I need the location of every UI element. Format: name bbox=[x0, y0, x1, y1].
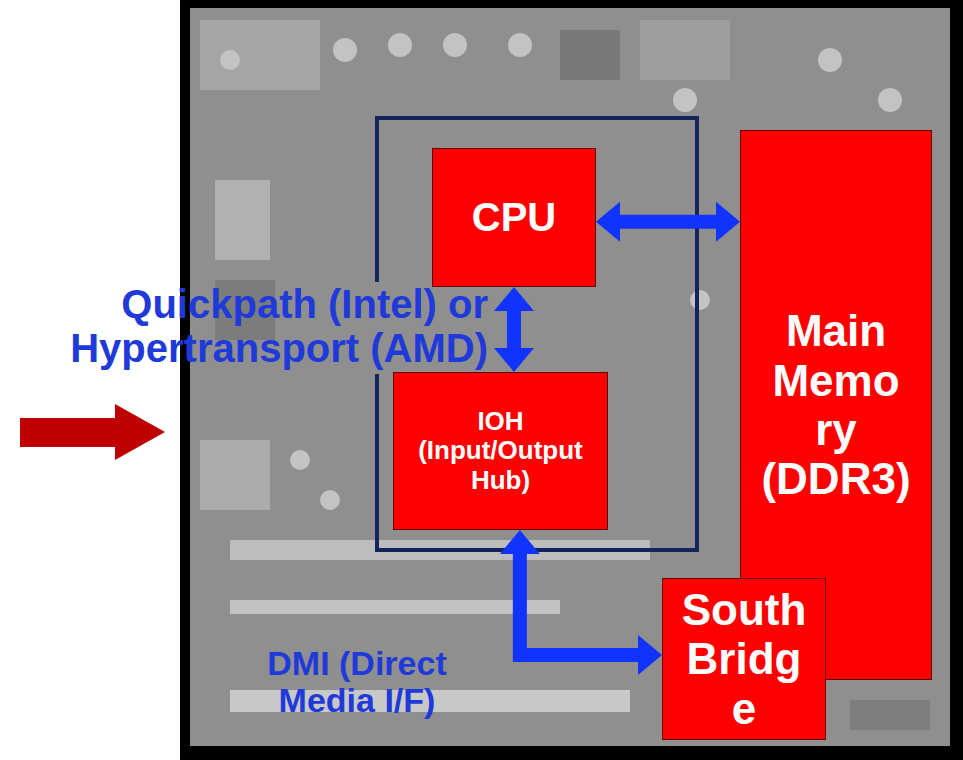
box-text: IOH (Input/Output Hub) bbox=[406, 407, 596, 494]
bus-line bbox=[520, 553, 639, 655]
bus-line bbox=[507, 310, 521, 349]
arrow-head bbox=[494, 348, 534, 372]
bus-line bbox=[619, 215, 717, 229]
bus-connector bbox=[494, 287, 534, 372]
motherboard-photo bbox=[190, 8, 950, 746]
arrow-head bbox=[500, 530, 540, 554]
arrow-head bbox=[638, 635, 662, 675]
pointer-arrow bbox=[20, 404, 165, 460]
arrow-head bbox=[596, 202, 620, 242]
bus-label: Quickpath (Intel) or Hypertransport (AMD… bbox=[63, 282, 488, 370]
south-bridge-box: South Bridg e bbox=[662, 578, 826, 740]
bus-label: DMI (Direct Media I/F) bbox=[215, 645, 499, 720]
arrow-head bbox=[716, 202, 740, 242]
photo-frame bbox=[180, 0, 963, 760]
io-hub-box: IOH (Input/Output Hub) bbox=[393, 372, 608, 530]
box-text: CPU bbox=[439, 195, 589, 240]
box-text: Main Memo ry (DDR3) bbox=[751, 306, 921, 503]
bus-connector bbox=[596, 202, 740, 242]
box-text: South Bridg e bbox=[669, 585, 819, 733]
arrow-head bbox=[494, 287, 534, 311]
cpu-box: CPU bbox=[432, 148, 596, 287]
bus-connector bbox=[500, 530, 662, 675]
